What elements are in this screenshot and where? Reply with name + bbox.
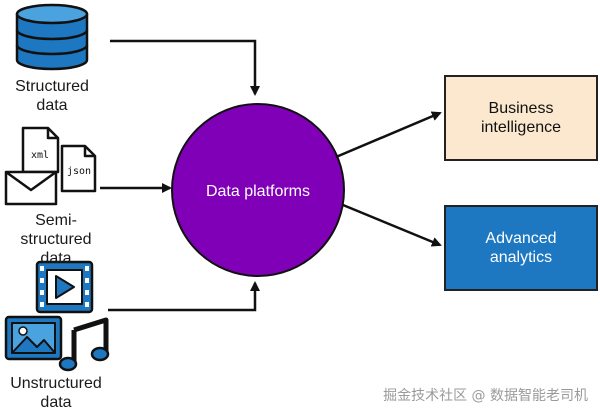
business-intelligence-box: Business intelligence — [444, 75, 598, 161]
arrow-structured-to-platform — [110, 39, 260, 96]
advanced-analytics-line2: analytics — [489, 249, 553, 266]
advanced-analytics-box: Advanced analytics — [444, 205, 598, 291]
structured-data-line1: Structured — [15, 78, 89, 95]
documents-envelope-icon: xml json — [4, 126, 97, 206]
semi-structured-data-line2: data — [40, 250, 72, 267]
semi-structured-data-label: Semi-structured data — [0, 211, 112, 268]
business-intelligence-line2: intelligence — [480, 119, 562, 136]
semi-structured-data-line1: Semi-structured — [20, 212, 92, 248]
unstructured-data-label: Unstructured data — [0, 374, 112, 412]
arrow-to-advanced-analytics — [342, 203, 442, 247]
business-intelligence-line1: Business — [488, 100, 554, 117]
media-files-icon — [4, 260, 110, 372]
data-platforms-label: Data platforms — [206, 183, 310, 200]
arrow-to-business-intelligence — [335, 111, 442, 159]
json-doc-label: json — [67, 166, 91, 177]
arrow-unstructured-to-platform — [108, 281, 260, 312]
structured-data-label: Structured data — [0, 77, 104, 115]
structured-data-line2: data — [36, 97, 68, 114]
data-platforms-circle — [171, 103, 345, 277]
music-note-icon — [58, 317, 110, 372]
database-icon — [15, 3, 89, 71]
xml-doc-label: xml — [31, 150, 49, 161]
unstructured-data-line1: Unstructured — [10, 375, 102, 392]
advanced-analytics-line1: Advanced — [485, 230, 557, 247]
watermark-text: 掘金技术社区 @ 数据智能老司机 — [383, 388, 588, 404]
unstructured-data-line2: data — [40, 394, 72, 411]
